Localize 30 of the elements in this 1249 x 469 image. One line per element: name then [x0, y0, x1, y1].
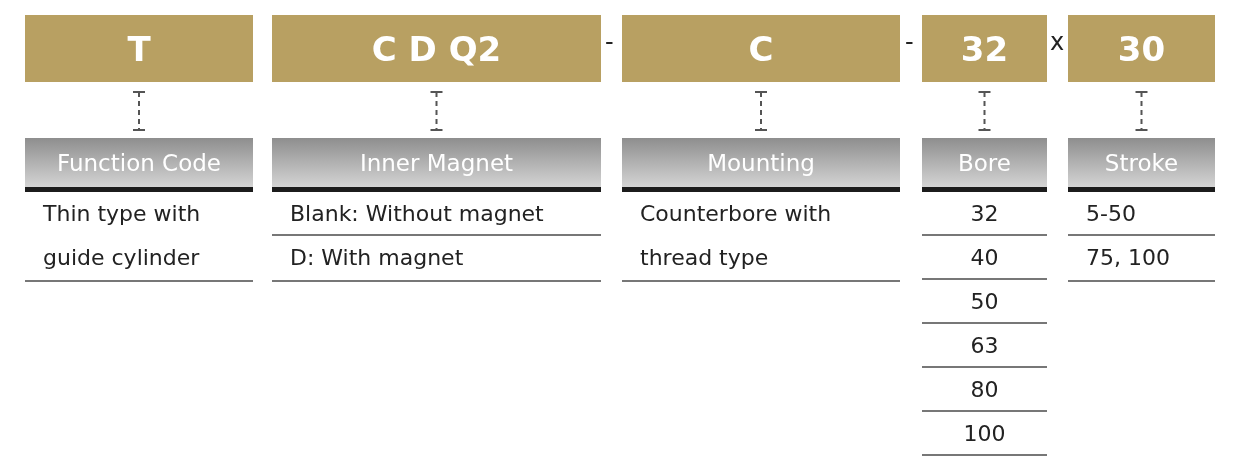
- dashed-connector: [977, 91, 992, 131]
- option-text: 5-50: [1068, 192, 1215, 236]
- code-segment: C D Q2: [272, 15, 601, 82]
- option-text: 32: [922, 192, 1047, 236]
- option-text: Blank: Without magnet: [272, 192, 601, 236]
- option-text: 50: [922, 280, 1047, 324]
- option-text: 40: [922, 236, 1047, 280]
- dashed-connector: [132, 91, 146, 131]
- option-text: 80: [922, 368, 1047, 412]
- code-segment: 30: [1068, 15, 1215, 82]
- separator-symbol: -: [605, 28, 615, 58]
- code-segment: T: [25, 15, 253, 82]
- option-text: 100: [922, 412, 1047, 456]
- dashed-connector: [754, 91, 768, 131]
- category-header: Inner Magnet: [272, 138, 601, 192]
- separator-symbol: x: [1050, 28, 1066, 58]
- category-header: Stroke: [1068, 138, 1215, 192]
- option-text: 63: [922, 324, 1047, 368]
- category-header: Bore: [922, 138, 1047, 192]
- option-text: Thin type with guide cylinder: [25, 192, 253, 282]
- category-header: Function Code: [25, 138, 253, 192]
- separator-symbol: -: [905, 28, 915, 58]
- option-text: 75, 100: [1068, 236, 1215, 282]
- category-header: Mounting: [622, 138, 900, 192]
- code-segment: C: [622, 15, 900, 82]
- option-text: D: With magnet: [272, 236, 601, 282]
- code-segment: 32: [922, 15, 1047, 82]
- dashed-connector: [429, 91, 444, 131]
- option-text: Counterbore with thread type: [622, 192, 900, 282]
- dashed-connector: [1134, 91, 1149, 131]
